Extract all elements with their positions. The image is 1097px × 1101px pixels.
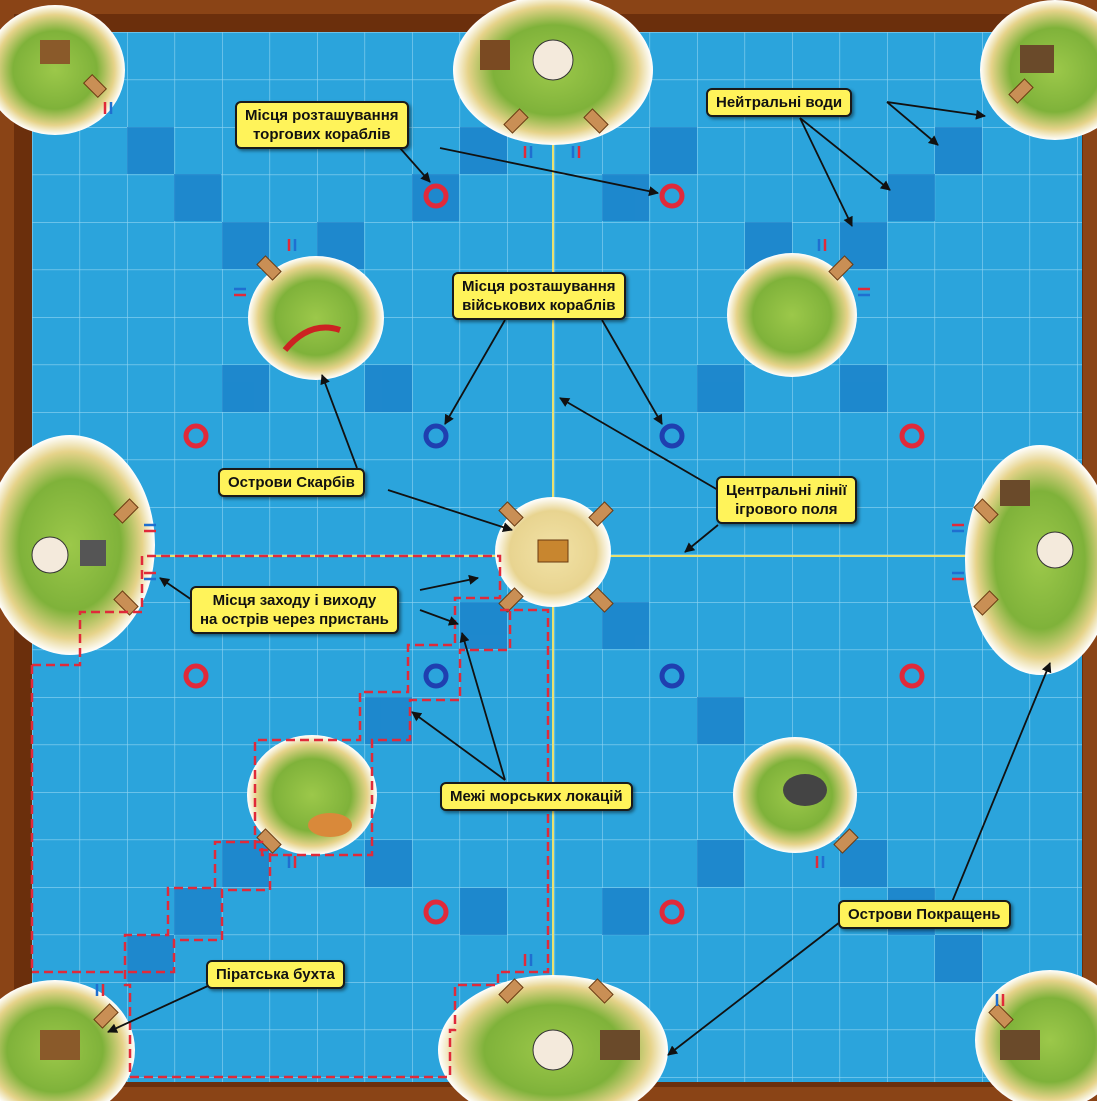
callout-war-ships-line1: Місця розташування [462,277,616,296]
callout-neutral-waters-text: Нейтральні води [716,93,842,112]
callout-upgrade-islands-text: Острови Покращень [848,905,1001,924]
callout-merchant-ships-line1: Місця розташування [245,106,399,125]
callout-dock-entry-line2: на острів через пристань [200,610,389,629]
callout-center-lines-line2: ігрового поля [726,500,847,519]
callout-war-ships: Місця розташування військових кораблів [452,272,626,320]
callout-center-lines-line1: Центральні лінії [726,481,847,500]
callout-treasure-islands-text: Острови Скарбів [228,473,355,492]
callout-pirate-bay: Піратська бухта [206,960,345,989]
callout-war-ships-line2: військових кораблів [462,296,616,315]
callout-treasure-islands: Острови Скарбів [218,468,365,497]
callout-upgrade-islands: Острови Покращень [838,900,1011,929]
callout-dock-entry: Місця заходу і виходу на острів через пр… [190,586,399,634]
callout-dock-entry-line1: Місця заходу і виходу [200,591,389,610]
callout-pirate-bay-text: Піратська бухта [216,965,335,984]
edge-island-top [453,0,653,145]
callout-sea-location-borders: Межі морських локацій [440,782,633,811]
upgrade-island-bottom-right [733,737,857,853]
callout-sea-location-borders-text: Межі морських локацій [450,787,623,806]
callout-merchant-ships: Місця розташування торгових кораблів [235,101,409,149]
callout-neutral-waters: Нейтральні води [706,88,852,117]
callout-center-lines: Центральні лінії ігрового поля [716,476,857,524]
callout-merchant-ships-line2: торгових кораблів [245,125,399,144]
